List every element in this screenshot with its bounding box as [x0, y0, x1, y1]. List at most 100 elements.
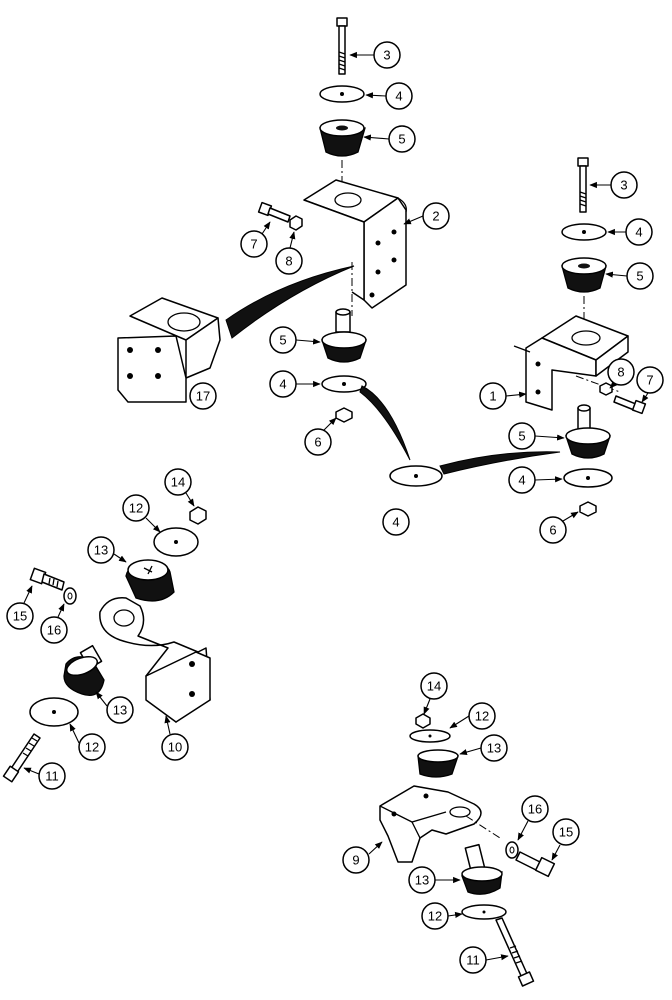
bracket-17-detail [117, 265, 355, 403]
callout-7-left: 7 [240, 230, 268, 258]
svg-text:10: 10 [168, 740, 182, 755]
svg-text:4: 4 [395, 89, 402, 104]
svg-text:13: 13 [487, 741, 501, 756]
callout-5-right-lower: 5 [508, 422, 536, 450]
svg-text:8: 8 [617, 365, 624, 380]
lock-washer-16-right [505, 841, 519, 859]
nut-8-left [289, 215, 303, 231]
svg-text:14: 14 [171, 475, 185, 490]
svg-text:6: 6 [549, 523, 556, 538]
rubber-mount-5-lower [321, 308, 367, 363]
callout-1: 1 [479, 382, 507, 410]
callout-12-left-lower: 12 [78, 733, 106, 761]
svg-text:4: 4 [279, 377, 286, 392]
bolt-11-left [2, 733, 41, 783]
rubber-mount-5-right-lower [565, 404, 611, 459]
callout-4-detail: 4 [382, 508, 410, 536]
svg-text:11: 11 [466, 953, 480, 968]
lock-washer-16-left [63, 587, 77, 605]
callout-15-left: 15 [6, 602, 34, 630]
bolt-7-right [613, 395, 647, 415]
callout-3-top: 3 [373, 41, 401, 69]
svg-text:11: 11 [45, 769, 59, 784]
bracket-2 [303, 179, 407, 309]
callout-3-right: 3 [610, 171, 638, 199]
callout-7-right: 7 [636, 366, 664, 394]
callout-4-top: 4 [385, 82, 413, 110]
nut-14-right [415, 713, 431, 729]
left-lower-mount-assembly [2, 506, 211, 783]
detail-pointer-washer-right [439, 451, 561, 475]
callout-4-lower: 4 [269, 370, 297, 398]
callout-12-right-lower: 12 [421, 902, 449, 930]
svg-text:5: 5 [398, 132, 405, 147]
svg-text:3: 3 [620, 178, 627, 193]
bolt-3-top [336, 17, 348, 75]
callout-4-right-top: 4 [625, 218, 653, 246]
callout-16-right: 16 [521, 795, 549, 823]
callout-15-right: 15 [552, 818, 580, 846]
svg-text:8: 8 [285, 254, 292, 269]
svg-text:9: 9 [352, 853, 359, 868]
svg-text:15: 15 [13, 609, 27, 624]
callout-8-right: 8 [607, 358, 635, 386]
svg-text:13: 13 [94, 543, 108, 558]
bracket-1 [513, 315, 629, 411]
callout-9: 9 [342, 846, 370, 874]
leader-lines [23, 51, 649, 961]
rubber-mount-13-right-top [417, 749, 459, 778]
callout-14-right: 14 [420, 672, 448, 700]
svg-text:16: 16 [47, 623, 61, 638]
nut-6-lower [335, 407, 353, 423]
callout-16-left: 16 [40, 616, 68, 644]
svg-text:6: 6 [314, 435, 321, 450]
svg-text:15: 15 [559, 825, 573, 840]
callout-12-left-top: 12 [122, 494, 150, 522]
svg-text:5: 5 [636, 269, 643, 284]
callout-5-lower: 5 [269, 326, 297, 354]
callout-13-right-top: 13 [480, 734, 508, 762]
bracket-9 [379, 785, 482, 863]
callout-17: 17 [189, 382, 217, 410]
detail-pointer-17 [225, 265, 355, 339]
callout-bubbles: 3 4 5 2 7 8 5 4 6 17 3 4 5 1 8 7 5 4 6 4… [6, 41, 664, 974]
nut-14-left [189, 506, 207, 525]
detail-pointer-washer-left [359, 385, 411, 461]
rubber-mount-5-right-top [561, 257, 607, 293]
callout-11-left: 11 [38, 762, 66, 790]
rubber-mount-13-left-lower [63, 644, 105, 697]
callout-10: 10 [161, 733, 189, 761]
bolt-3-right [577, 157, 589, 213]
svg-text:17: 17 [196, 389, 210, 404]
svg-text:3: 3 [383, 48, 390, 63]
right-mount-assembly [513, 157, 647, 517]
callout-13-left-lower: 13 [106, 696, 134, 724]
svg-text:5: 5 [518, 429, 525, 444]
svg-text:16: 16 [528, 802, 542, 817]
svg-text:5: 5 [279, 333, 286, 348]
svg-text:2: 2 [432, 209, 439, 224]
rubber-mount-13-right-lower [461, 843, 503, 895]
svg-text:7: 7 [250, 237, 257, 252]
bracket-10 [99, 597, 211, 723]
svg-text:4: 4 [635, 225, 642, 240]
callout-5-right-top: 5 [626, 262, 654, 290]
bolt-7-left [257, 201, 291, 223]
svg-text:13: 13 [415, 873, 429, 888]
callout-11-right: 11 [459, 946, 487, 974]
callout-13-left-top: 13 [87, 536, 115, 564]
svg-text:4: 4 [518, 473, 525, 488]
callout-14-left: 14 [164, 468, 192, 496]
callout-13-right-lower: 13 [408, 866, 436, 894]
callout-8-left: 8 [275, 247, 303, 275]
svg-text:14: 14 [427, 679, 441, 694]
svg-text:12: 12 [428, 909, 442, 924]
svg-text:4: 4 [392, 515, 399, 530]
svg-text:1: 1 [489, 389, 496, 404]
callout-6-right: 6 [539, 516, 567, 544]
nut-8-right [599, 382, 613, 396]
callout-4-right-lower: 4 [508, 466, 536, 494]
top-center-mount-assembly [257, 17, 407, 423]
rubber-mount-5-top [319, 119, 366, 157]
